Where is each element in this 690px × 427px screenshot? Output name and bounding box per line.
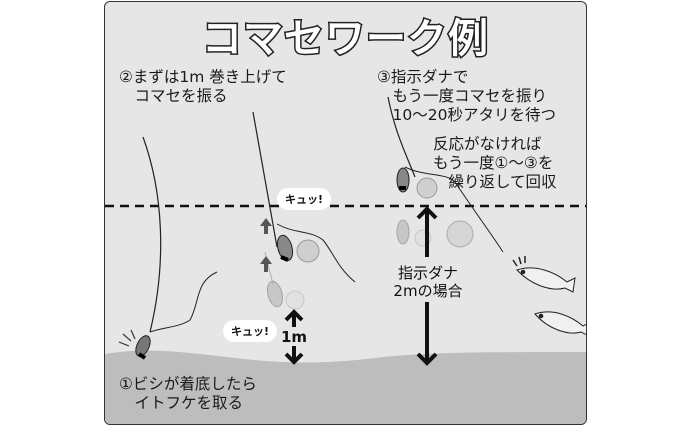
double-arrow-tana-icon [416,206,438,366]
komase-ball-icon [416,177,438,199]
step2-text: ②まずは1m 巻き上げて コマセを振る [119,68,287,105]
bishi-sinker-icon [396,167,438,199]
komase-ball-icon [296,239,320,263]
fishing-line-middle [252,111,278,248]
up-arrow-icon [260,218,272,272]
bishi-sinker-icon [276,234,320,263]
step1-text: ①ビシが着底したら イトフケを取る [119,375,257,412]
seabed-icon [105,350,586,424]
komase-cloud-icon [446,220,474,248]
fish-aji-icon [534,311,586,336]
page-title: コマセワーク例 [201,15,490,64]
diagram-graphics [105,96,586,424]
kyu-bubble-bottom: キュッ! [223,320,278,342]
note-text: 反応がなければ もう一度①〜③を 繰り返して回収 [433,135,557,191]
fishing-line-left [142,136,162,333]
diagram-frame: コマセワーク例 ②まずは1m 巻き上げて コマセを振る ③指示ダナで もう一度コ… [104,1,587,425]
step3-text: ③指示ダナで もう一度コマセを振り 10〜20秒アタリを待つ [377,68,556,124]
one-meter-label: 1m [277,328,311,346]
kyu-bubble-top: キュッ! [277,188,332,210]
fish-aji-icon [512,256,576,293]
bishi-sinker-icon [135,335,151,360]
double-arrow-1m-icon [284,309,304,365]
